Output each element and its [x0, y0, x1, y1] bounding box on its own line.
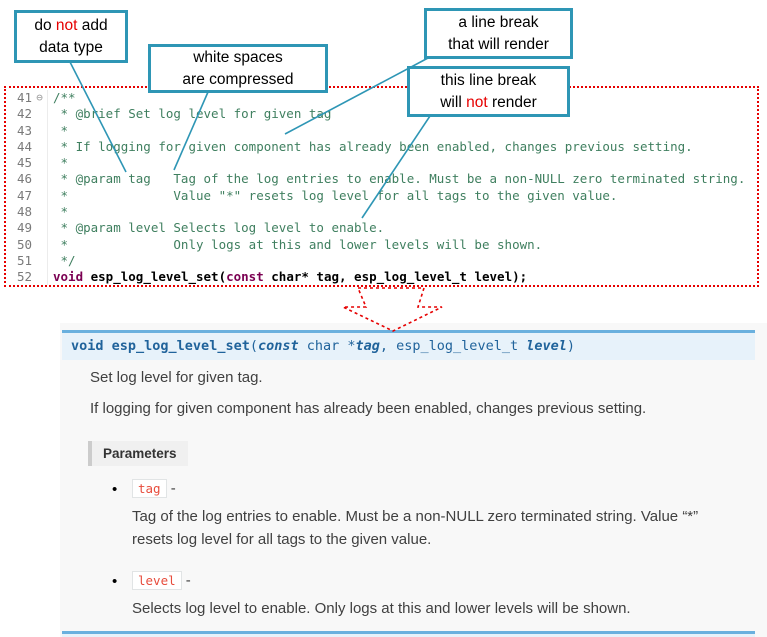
param-dash: -	[181, 571, 191, 589]
code-text: void esp_log_level_set(const char* tag, …	[53, 269, 528, 285]
callout-text: render	[487, 93, 537, 111]
line-number: 51	[16, 252, 32, 268]
fold-gutter	[32, 106, 48, 123]
line-number: 50	[16, 236, 32, 252]
code-line: 48 *	[6, 204, 757, 221]
line-number: 43	[16, 122, 32, 138]
code-text: *	[53, 204, 69, 220]
signature-token: char *	[298, 338, 356, 354]
line-number: 49	[16, 220, 32, 236]
code-line: 45 *	[6, 155, 757, 172]
fold-gutter	[32, 171, 48, 188]
code-line: 50 * Only logs at this and lower levels …	[6, 236, 757, 253]
signature-token: )	[566, 338, 575, 354]
code-line: 41⊖ /**	[6, 90, 757, 107]
fold-gutter	[32, 138, 48, 156]
line-number: 41	[16, 90, 32, 105]
line-number: 45	[16, 155, 32, 171]
signature-token: level	[526, 338, 567, 354]
code-line: 44 * If logging for given component has …	[6, 138, 757, 156]
params-list: • tag - Tag of the log entries to enable. …	[112, 479, 742, 637]
fold-gutter	[32, 220, 48, 237]
signature-token: , esp_log_level_t	[379, 338, 527, 354]
rendered-docs-panel: void esp_log_level_set(const char *tag, …	[60, 323, 767, 637]
param-name-chip: level	[132, 570, 182, 590]
code-line: 49 * @param level Selects log level to e…	[6, 220, 757, 237]
callout-whitespace-compressed: white spaces are compressed	[148, 44, 328, 93]
line-number: 46	[16, 171, 32, 187]
code-text: * @param tag Tag of the log entries to e…	[53, 171, 746, 187]
callout-line-break-not-render: this line break will not render	[407, 66, 570, 117]
function-signature[interactable]: void esp_log_level_set(const char *tag, …	[62, 330, 755, 360]
fold-gutter	[32, 269, 48, 285]
signature-token: void	[71, 338, 104, 354]
param-head: level -	[132, 570, 742, 590]
code-text: * Only logs at this and lower levels wil…	[53, 236, 543, 252]
callout-line: will not render	[440, 92, 537, 114]
param-item: • tag - Tag of the log entries to enable. …	[112, 479, 742, 552]
callout-line: are compressed	[182, 70, 294, 88]
code-text: /**	[53, 90, 76, 105]
code-editor-panel: 41⊖/**42 * @brief Set log level for give…	[4, 86, 759, 287]
code-text: *	[53, 122, 69, 138]
code-line: 42 * @brief Set log level for given tag	[6, 106, 757, 123]
code-text: */	[53, 252, 76, 268]
callout-line: a line break	[458, 13, 539, 31]
line-number: 44	[16, 138, 32, 154]
callout-text-red: not	[466, 93, 488, 111]
fold-gutter	[32, 155, 48, 172]
line-number: 48	[16, 204, 32, 220]
code-line: 46 * @param tag Tag of the log entries t…	[6, 171, 757, 188]
callout-text-red: not	[55, 16, 78, 34]
signature-token: tag	[355, 338, 380, 354]
fold-collapse-icon[interactable]: ⊖	[32, 90, 48, 107]
signature-token	[104, 338, 112, 354]
callout-line: this line break	[440, 71, 537, 89]
param-head: tag -	[132, 479, 742, 498]
code-line: 43 *	[6, 122, 757, 139]
param-name-chip: tag	[132, 479, 167, 498]
code-text: * @brief Set log level for given tag	[53, 106, 332, 122]
fold-gutter	[32, 122, 48, 139]
fold-gutter	[32, 187, 48, 205]
callout-line: that will render	[448, 35, 549, 53]
callout-text: do	[34, 16, 56, 34]
code-text: *	[53, 155, 69, 171]
param-desc: Selects log level to enable. Only logs a…	[132, 599, 631, 617]
bullet-icon: •	[112, 572, 118, 590]
next-signature-top-border	[62, 631, 755, 637]
code-text: * Value "*" resets log level for all tag…	[53, 187, 618, 203]
fold-gutter	[32, 204, 48, 221]
code-line: 51 */	[6, 252, 757, 270]
fold-gutter	[32, 252, 48, 270]
line-number: 47	[16, 187, 32, 203]
callout-no-data-type: do not add data type	[14, 10, 128, 63]
callout-line-break-renders: a line break that will render	[424, 8, 573, 59]
line-number: 42	[16, 106, 32, 122]
brief-description: Set log level for given tag.	[90, 369, 263, 386]
param-body: tag - Tag of the log entries to enable. M…	[132, 479, 742, 552]
code-line: 52 void esp_log_level_set(const char* tag…	[6, 269, 757, 285]
callout-text: add	[77, 16, 108, 34]
signature-token: esp_log_level_set	[111, 338, 250, 354]
callout-line: white spaces	[193, 48, 283, 66]
detail-description: If logging for given component has alrea…	[90, 400, 647, 417]
param-desc: Tag of the log entries to enable. Must b…	[132, 508, 699, 549]
parameters-heading: Parameters	[88, 441, 188, 466]
code-lines: 41⊖/**42 * @brief Set log level for give…	[6, 90, 757, 285]
param-dash: -	[166, 480, 176, 497]
code-line: 47 * Value "*" resets log level for all …	[6, 187, 757, 205]
signature-token: const	[257, 338, 299, 354]
param-body: level - Selects log level to enable. Only…	[132, 570, 742, 620]
callout-line: do not add	[34, 15, 107, 37]
param-item: • level - Selects log level to enable. Onl…	[112, 570, 742, 620]
callout-line: data type	[39, 38, 103, 56]
line-number: 52	[16, 269, 32, 285]
fold-gutter	[32, 236, 48, 253]
signature-token: (	[249, 338, 258, 354]
callout-text: will	[440, 93, 467, 111]
code-text: * If logging for given component has alr…	[53, 138, 693, 154]
code-text: * @param level Selects log level to enab…	[53, 220, 385, 236]
bullet-icon: •	[112, 481, 118, 498]
